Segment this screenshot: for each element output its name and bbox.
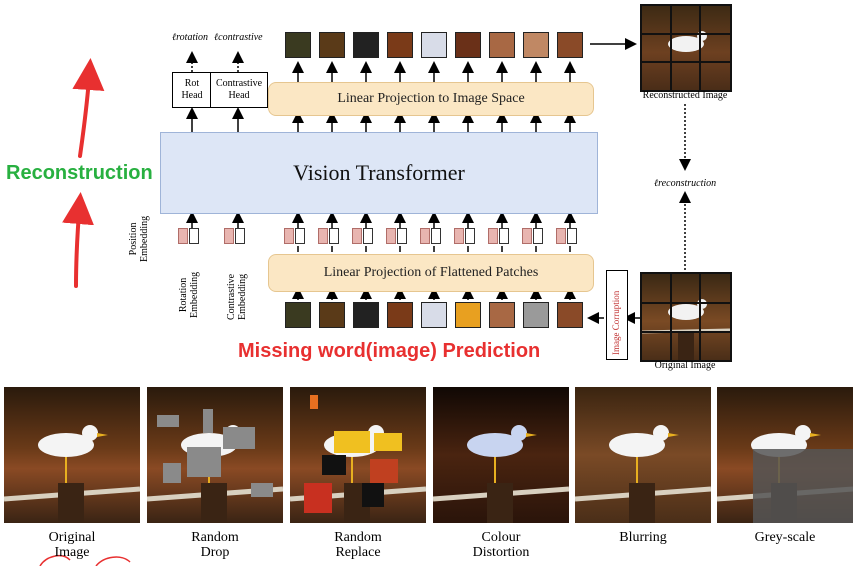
image-corruption-label: Image Corruption [611, 290, 621, 355]
example-image-orig [4, 387, 140, 523]
output-patch [285, 32, 311, 58]
position-embedding-token [420, 228, 430, 244]
example-bird-svg [290, 395, 426, 523]
example-caption-colour: Colour Distortion [472, 530, 530, 560]
original-image-top [640, 272, 732, 362]
position-embedding-token [454, 228, 464, 244]
reconstructed-image [640, 4, 732, 92]
image-corruption-box: Image Corruption [606, 270, 628, 360]
vision-transformer: Vision Transformer [160, 132, 598, 214]
patch-embedding-token [499, 228, 509, 244]
position-embedding-token [386, 228, 396, 244]
output-patch [421, 32, 447, 58]
original-image-top-caption: Original Image [654, 360, 716, 371]
example-image-blur [575, 387, 711, 523]
position-embedding-token [556, 228, 566, 244]
example-caption-orig: Original Image [48, 530, 96, 560]
input-patch [353, 302, 379, 328]
patch-embedding-token [235, 228, 245, 244]
position-embedding-token [284, 228, 294, 244]
patch-embedding-token [329, 228, 339, 244]
patch-embedding-token [295, 228, 305, 244]
contrastive-head: Contrastive Head [210, 72, 268, 108]
linear-projection-top-label: Linear Projection to Image Space [337, 91, 525, 106]
input-patch [387, 302, 413, 328]
example-bird-svg [147, 409, 283, 523]
input-patch [319, 302, 345, 328]
output-patch [557, 32, 583, 58]
output-patch [455, 32, 481, 58]
loss-rotation-label: ℓrotation [172, 32, 209, 43]
linear-projection-flattened-patches: Linear Projection of Flattened Patches [268, 254, 594, 292]
rot-head: Rot Head [172, 72, 212, 108]
reconstructed-bird [642, 6, 730, 90]
position-embedding-token [178, 228, 188, 244]
input-patch [523, 302, 549, 328]
output-patch [523, 32, 549, 58]
patch-embedding-token [465, 228, 475, 244]
input-patch [489, 302, 515, 328]
position-embedding-token [522, 228, 532, 244]
original-bird [641, 274, 731, 360]
patch-embedding-token [431, 228, 441, 244]
input-patch [557, 302, 583, 328]
reconstruction-annotation: Reconstruction [6, 162, 153, 184]
patch-embedding-token [363, 228, 373, 244]
loss-reconstruction-label: ℓreconstruction [654, 178, 717, 189]
missing-word-annotation: Missing word(image) Prediction [238, 340, 541, 362]
loss-contrastive-label: ℓcontrastive [214, 32, 263, 43]
patch-embedding-token [189, 228, 199, 244]
position-embedding-token [488, 228, 498, 244]
linear-projection-to-image-space: Linear Projection to Image Space [268, 82, 594, 116]
reconstructed-image-caption: Reconstructed Image [642, 90, 728, 101]
example-bird-svg [717, 425, 853, 523]
patch-embedding-token [533, 228, 543, 244]
input-patch [421, 302, 447, 328]
vision-transformer-label: Vision Transformer [293, 160, 465, 185]
output-patch [353, 32, 379, 58]
example-caption-drop: Random Drop [191, 530, 239, 560]
output-patch [387, 32, 413, 58]
position-embedding-token [352, 228, 362, 244]
input-patch [285, 302, 311, 328]
example-image-replace [290, 387, 426, 523]
example-bird-svg [4, 425, 140, 523]
linear-projection-bottom-label: Linear Projection of Flattened Patches [323, 265, 539, 280]
example-image-colour [433, 387, 569, 523]
position-embedding-token [318, 228, 328, 244]
example-image-grey [717, 387, 853, 523]
position-embedding-label: Position Embedding [128, 215, 150, 262]
example-caption-blur: Blurring [619, 530, 667, 545]
input-patch [455, 302, 481, 328]
contrastive-embedding-label: Contrastive Embedding [226, 273, 248, 320]
patch-embedding-token [567, 228, 577, 244]
example-bird-svg [575, 425, 711, 523]
position-embedding-token [224, 228, 234, 244]
example-caption-grey: Grey-scale [754, 530, 816, 545]
output-patch [489, 32, 515, 58]
example-bird-svg [433, 425, 569, 523]
example-caption-replace: Random Replace [334, 530, 382, 560]
output-patch [319, 32, 345, 58]
rotation-embedding-label: Rotation Embedding [178, 271, 200, 318]
patch-embedding-token [397, 228, 407, 244]
example-image-drop [147, 387, 283, 523]
